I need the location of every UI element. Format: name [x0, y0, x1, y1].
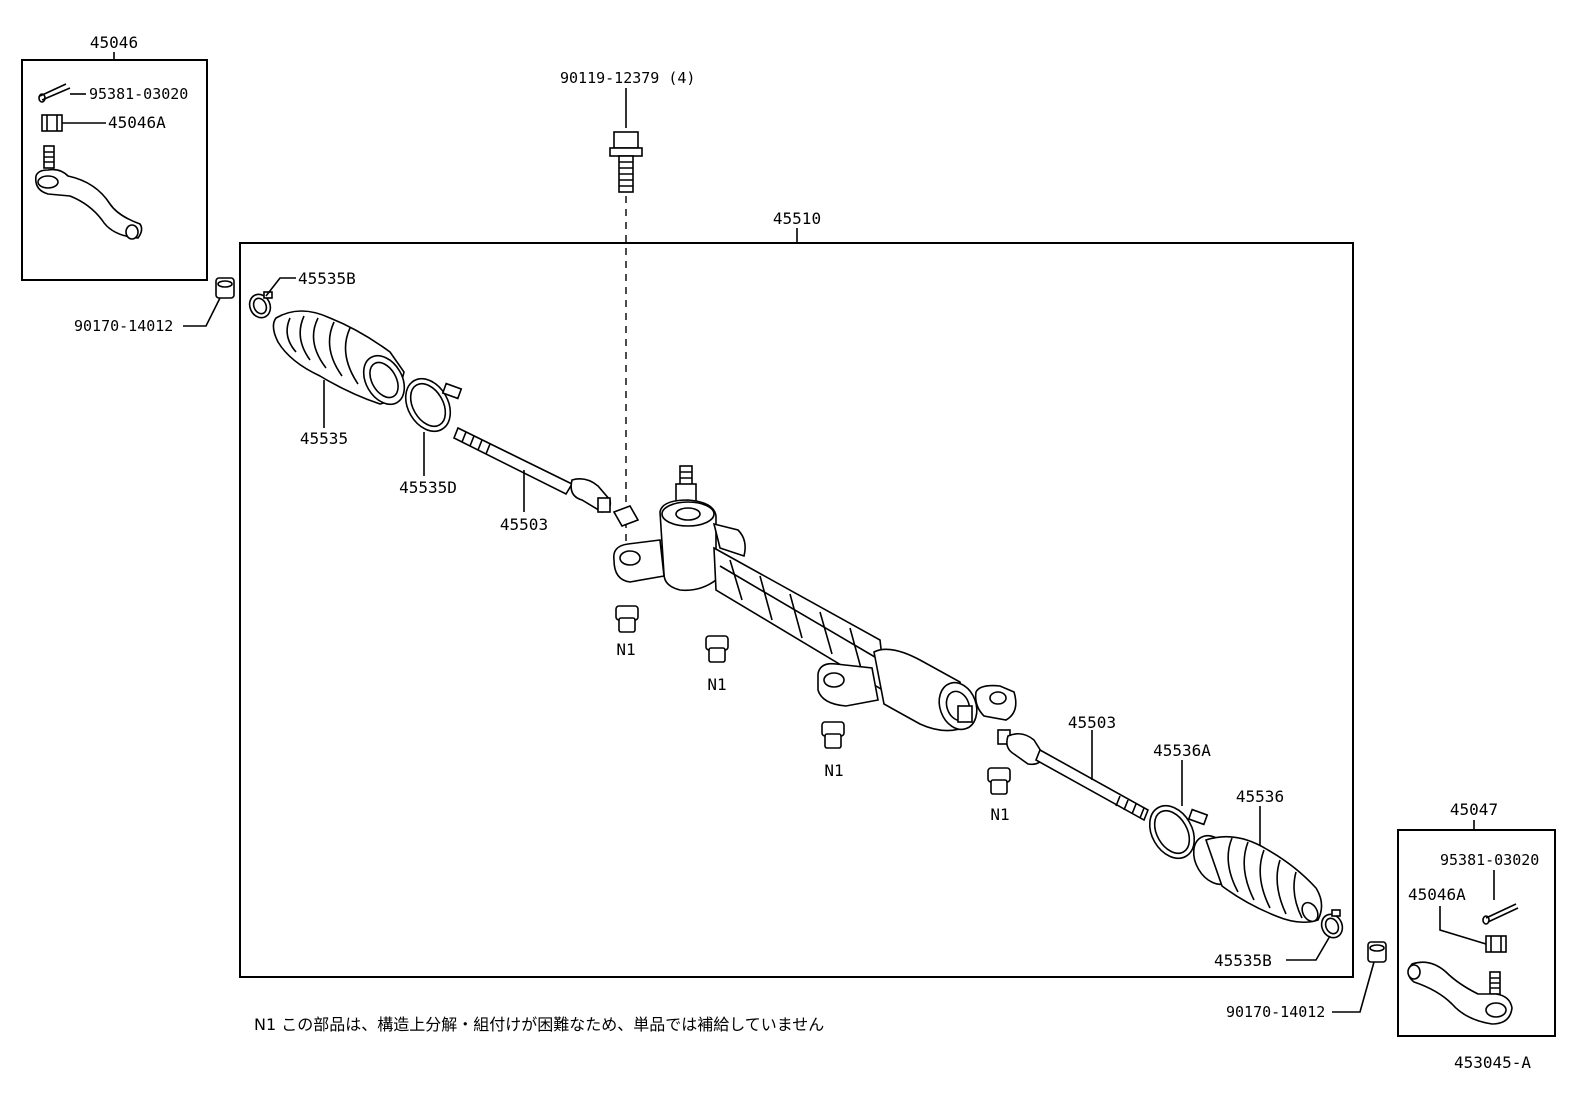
label-n1-d: N1 — [990, 805, 1009, 824]
label-45535: 45535 — [300, 429, 348, 448]
large-clamp-left-icon — [404, 377, 463, 433]
label-45510: 45510 — [773, 209, 821, 228]
label-95381-03020-left: 95381-03020 — [89, 85, 188, 103]
label-45535D: 45535D — [399, 478, 457, 497]
bushing-n1-d-icon — [987, 767, 1011, 795]
label-45047: 45047 — [1450, 800, 1498, 819]
bushing-n1-c-icon — [821, 721, 845, 749]
outer-nut-left-icon — [215, 277, 235, 299]
label-45046A-right: 45046A — [1408, 885, 1466, 904]
label-95381-03020-right: 95381-03020 — [1440, 851, 1539, 869]
cotter-pin-left-icon — [38, 83, 71, 103]
large-clamp-right-icon — [1148, 804, 1209, 860]
label-n1-a: N1 — [616, 640, 635, 659]
bolt-icon — [609, 131, 643, 193]
label-45046: 45046 — [90, 33, 138, 52]
tie-rod-end-left-icon — [34, 145, 143, 240]
tie-rod-end-right-icon — [1407, 961, 1513, 1025]
label-90119-12379: 90119-12379 (4) — [560, 69, 695, 87]
bushing-n1-a-icon — [615, 605, 639, 633]
castle-nut-right-icon — [1485, 935, 1507, 953]
label-90170-14012-left: 90170-14012 — [74, 317, 173, 335]
label-45536A: 45536A — [1153, 741, 1211, 760]
boot-left-icon — [272, 310, 406, 406]
label-n1-b: N1 — [707, 675, 726, 694]
steering-rack-housing-icon — [612, 465, 1017, 732]
label-45535B-left: 45535B — [298, 269, 356, 288]
small-clamp-left-icon — [248, 291, 273, 319]
boot-right-icon — [1192, 834, 1323, 924]
label-45535B-right: 45535B — [1214, 951, 1272, 970]
label-45536: 45536 — [1236, 787, 1284, 806]
right-box-frame — [1397, 829, 1556, 1037]
castle-nut-left-icon — [41, 114, 63, 132]
outer-nut-right-icon — [1367, 941, 1387, 963]
right-tie-rod-end-box: 45047 95381-03020 45046A — [1397, 800, 1556, 1037]
cotter-pin-right-icon — [1482, 903, 1519, 925]
small-clamp-right-icon — [1320, 909, 1344, 939]
footnote-n1: N1 この部品は、構造上分解・組付けが困難なため、単品では補給していません — [254, 1015, 824, 1034]
inner-tie-rod-left-icon — [452, 426, 612, 513]
diagram-code: 453045-A — [1454, 1053, 1531, 1072]
label-45503-right: 45503 — [1068, 713, 1116, 732]
label-45046A-left: 45046A — [108, 113, 166, 132]
left-tie-rod-end-box: 45046 95381-03020 45046A — [21, 33, 208, 281]
label-90170-14012-right: 90170-14012 — [1226, 1003, 1325, 1021]
label-n1-c: N1 — [824, 761, 843, 780]
bushing-n1-b-icon — [705, 635, 729, 663]
inner-tie-rod-right-icon — [997, 729, 1150, 822]
label-45503-left: 45503 — [500, 515, 548, 534]
